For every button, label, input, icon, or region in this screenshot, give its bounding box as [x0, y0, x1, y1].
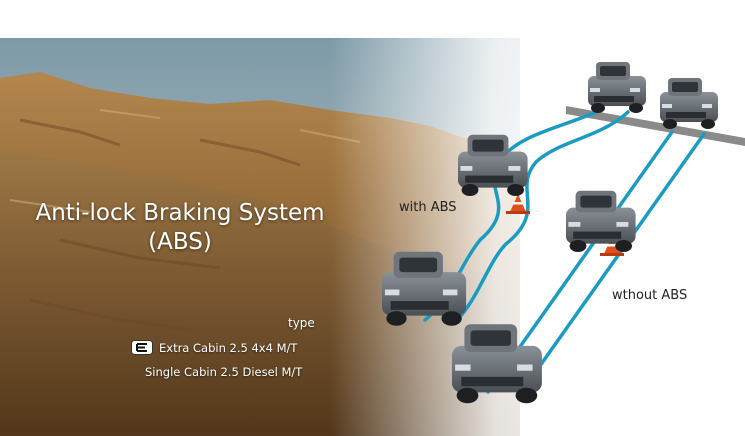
pickup-truck-icon: [566, 190, 636, 252]
pickup-truck-icon: [382, 251, 467, 326]
variant-label: Extra Cabin 2.5 4x4 M/T: [159, 340, 298, 355]
e-grade-badge-icon: [131, 340, 153, 355]
feature-title: Anti-lock Braking System (ABS): [0, 199, 360, 257]
pickup-truck-icon: [452, 324, 542, 404]
variant-item: Extra Cabin 2.5 4x4 M/T: [131, 340, 297, 355]
feature-title-line2: (ABS): [148, 229, 212, 255]
pickup-truck-icon: [588, 62, 646, 113]
without-abs-label: wthout ABS: [612, 288, 688, 303]
traffic-cone-icon: [506, 194, 530, 214]
with-abs-label: with ABS: [399, 200, 457, 215]
availability-heading: type: [288, 316, 315, 330]
traffic-cone-icon: [600, 236, 624, 256]
variant-label: Single Cabin 2.5 Diesel M/T: [145, 365, 303, 379]
feature-title-line1: Anti-lock Braking System: [35, 200, 325, 226]
pickup-truck-icon: [458, 134, 528, 196]
stop-line: [566, 106, 745, 146]
pickup-truck-icon: [660, 78, 718, 129]
